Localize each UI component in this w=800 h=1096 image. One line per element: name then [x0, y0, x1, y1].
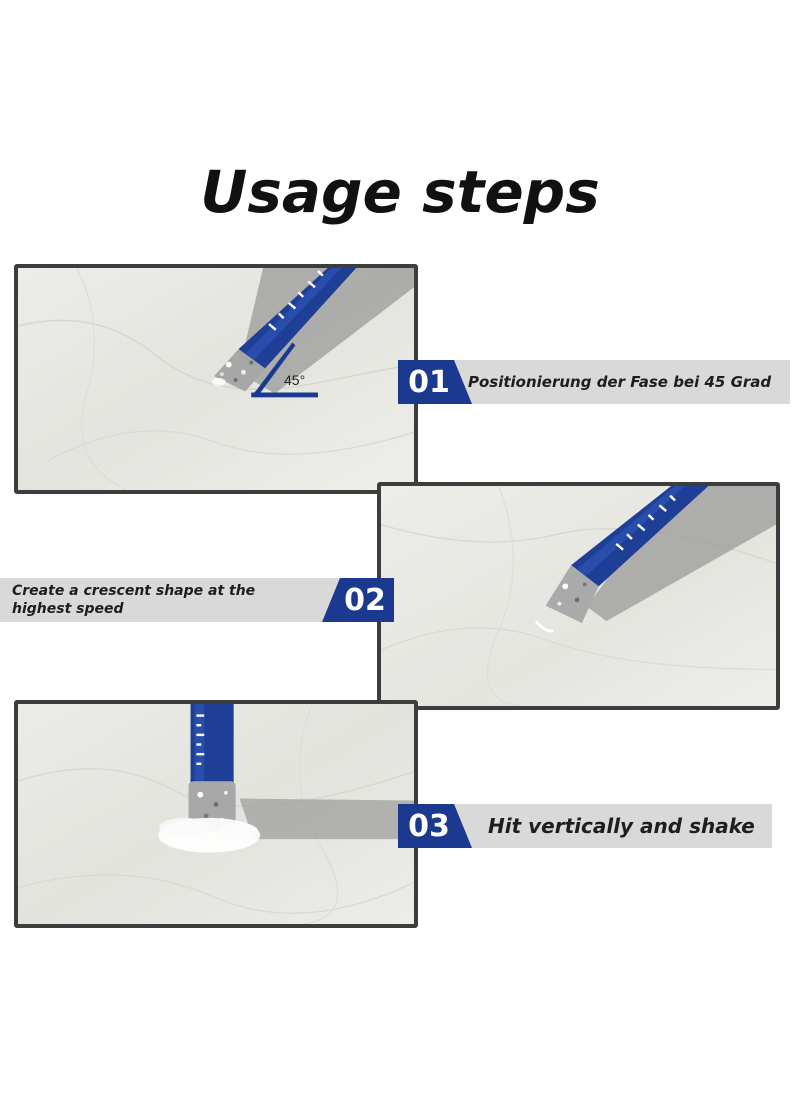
- step-2-banner: Create a crescent shape at the highest s…: [0, 578, 394, 622]
- angle-label: 45°: [284, 372, 306, 388]
- step-3-number-badge: 03: [398, 804, 472, 848]
- step-2-number-badge: 02: [322, 578, 394, 622]
- page-title: Usage steps: [200, 158, 600, 226]
- step-3-photo: [14, 700, 418, 928]
- step-3-number: 03: [408, 808, 450, 844]
- step-2-text: Create a crescent shape at the highest s…: [12, 583, 256, 617]
- step-1-banner: 01 Positionierung der Fase bei 45 Grad: [398, 360, 790, 404]
- step-3-badge-shape: [398, 804, 472, 848]
- step-3-text: Hit vertically and shake: [488, 814, 755, 838]
- step-1-number: 01: [408, 364, 450, 400]
- step-2-photo: [377, 482, 780, 710]
- step-2-number: 02: [344, 582, 386, 618]
- step-1-number-badge: 01: [398, 360, 472, 404]
- step-2-badge-shape: [322, 578, 394, 622]
- step-1-badge-shape: [398, 360, 472, 404]
- step-3-banner: 03 Hit vertically and shake: [398, 804, 772, 848]
- step-1-text: Positionierung der Fase bei 45 Grad: [468, 373, 772, 391]
- step-1-photo: 45°: [14, 264, 418, 494]
